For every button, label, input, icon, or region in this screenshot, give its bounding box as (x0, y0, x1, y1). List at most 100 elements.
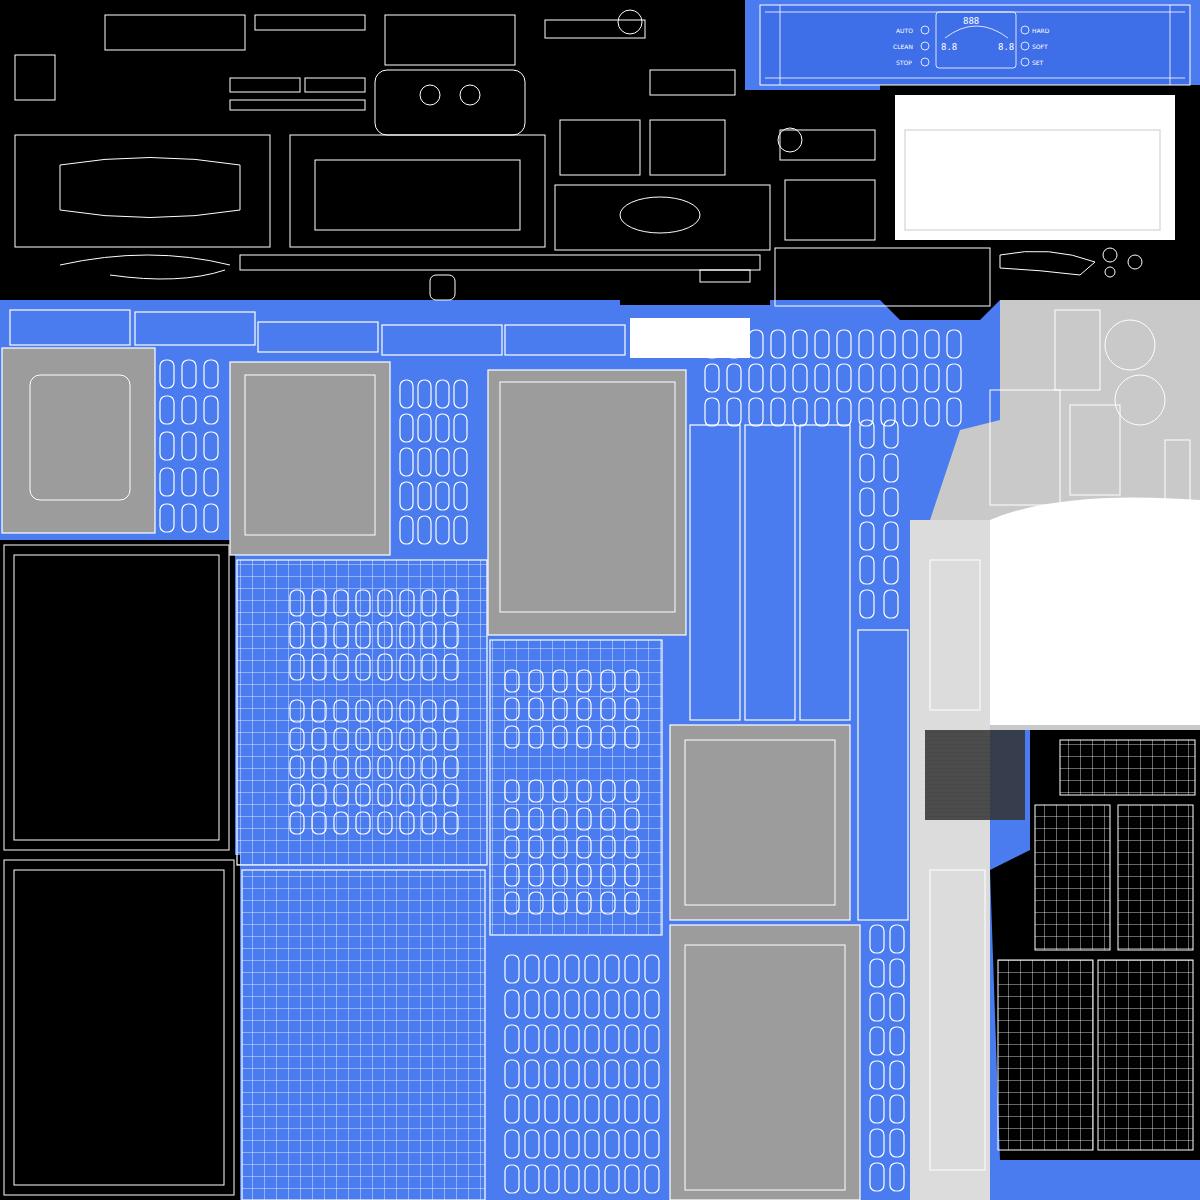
uv-island (870, 925, 884, 953)
uv-island (505, 780, 519, 802)
uv-island (454, 482, 467, 510)
uv-island (312, 590, 326, 616)
uv-island (605, 1025, 619, 1053)
uv-island (605, 1130, 619, 1158)
uv-island (890, 993, 904, 1021)
panel-label: 888 (963, 16, 979, 26)
uv-island (525, 1025, 539, 1053)
uv-island (625, 726, 639, 748)
uv-island (400, 590, 414, 616)
uv-island (705, 398, 719, 426)
uv-island (601, 808, 615, 830)
uv-island (577, 726, 591, 748)
uv-island (422, 590, 436, 616)
uv-island (625, 808, 639, 830)
uv-island (601, 698, 615, 720)
uv-island (182, 468, 196, 496)
uv-island (356, 590, 370, 616)
uv-island (553, 698, 567, 720)
panel-label: CLEAN (893, 43, 913, 50)
uv-island (859, 364, 873, 392)
uv-island (625, 955, 639, 983)
uv-island (605, 955, 619, 983)
uv-island (290, 590, 304, 616)
uv-island (334, 756, 348, 778)
uv-island (529, 670, 543, 692)
uv-island (870, 959, 884, 987)
uv-island (645, 1060, 659, 1088)
uv-island (378, 812, 392, 834)
uv-island (454, 448, 467, 476)
uv-island (585, 955, 599, 983)
uv-island (903, 398, 917, 426)
uv-island (505, 1165, 519, 1193)
uv-island (565, 1130, 579, 1158)
uv-island (890, 1095, 904, 1123)
uv-island (356, 784, 370, 806)
uv-island (727, 364, 741, 392)
uv-island (400, 812, 414, 834)
uv-island (859, 330, 873, 358)
uv-island (356, 654, 370, 680)
uv-island (947, 398, 961, 426)
uv-island (312, 784, 326, 806)
uv-island (925, 330, 939, 358)
uv-island (771, 364, 785, 392)
uv-island (577, 698, 591, 720)
uv-island (625, 1130, 639, 1158)
uv-island (525, 955, 539, 983)
uv-island (890, 1129, 904, 1157)
uv-island (860, 420, 874, 448)
uv-island (577, 892, 591, 914)
uv-island (645, 990, 659, 1018)
uv-island (525, 1060, 539, 1088)
uv-island (545, 1130, 559, 1158)
uv-island (645, 1130, 659, 1158)
uv-island (505, 864, 519, 886)
uv-island (605, 1060, 619, 1088)
uv-island (793, 364, 807, 392)
uv-island (356, 756, 370, 778)
uv-island (422, 654, 436, 680)
uv-island (204, 396, 218, 424)
uv-island (290, 700, 304, 722)
uv-island (505, 1025, 519, 1053)
uv-island (553, 836, 567, 858)
uv-island (356, 812, 370, 834)
uv-island (545, 955, 559, 983)
uv-island (525, 1130, 539, 1158)
uv-island (860, 488, 874, 516)
uv-island (545, 1095, 559, 1123)
uv-island (290, 784, 304, 806)
uv-island (312, 654, 326, 680)
uv-island (870, 1061, 884, 1089)
uv-island (290, 622, 304, 648)
uv-island (400, 654, 414, 680)
uv-island (645, 1165, 659, 1193)
uv-island (312, 622, 326, 648)
uv-island (444, 700, 458, 722)
uv-island (749, 330, 763, 358)
uv-island (815, 364, 829, 392)
uv-island (422, 700, 436, 722)
uv-island (727, 398, 741, 426)
uv-island (727, 330, 741, 358)
uv-island (625, 990, 639, 1018)
uv-island (585, 1095, 599, 1123)
uv-island (334, 784, 348, 806)
uv-island (625, 864, 639, 886)
uv-island (884, 454, 898, 482)
uv-island (422, 728, 436, 750)
uv-island (771, 398, 785, 426)
uv-island (625, 1165, 639, 1193)
panel-label: 8.8 (998, 42, 1014, 52)
uv-island (418, 414, 431, 442)
uv-island (577, 670, 591, 692)
uv-island (160, 360, 174, 388)
uv-island (334, 700, 348, 722)
uv-island (454, 516, 467, 544)
uv-island (529, 864, 543, 886)
uv-island (422, 812, 436, 834)
uv-island (436, 414, 449, 442)
uv-island (793, 398, 807, 426)
